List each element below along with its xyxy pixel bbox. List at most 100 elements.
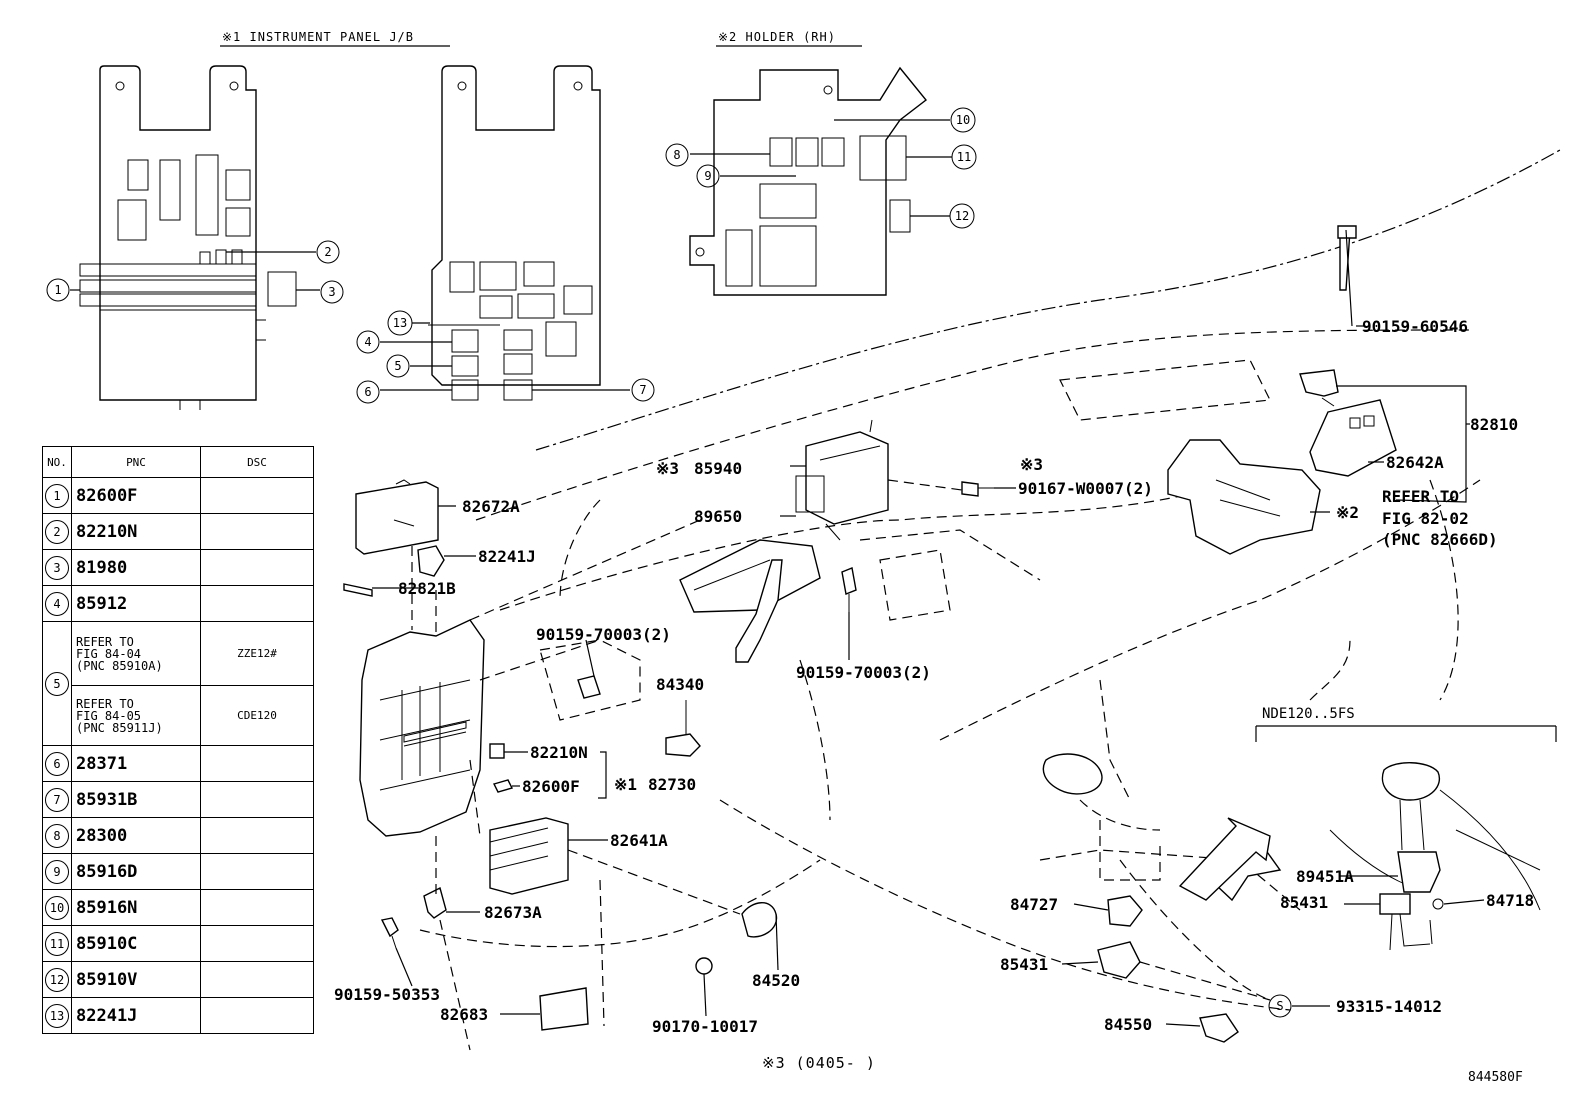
label-refer-line1: REFER TO (1382, 487, 1459, 506)
callout-10-text: 10 (956, 113, 970, 127)
callout-12: 12 (949, 203, 975, 229)
callout-8-text: 8 (673, 148, 680, 162)
label-nde120-5fs: NDE120..5FS (1262, 706, 1355, 722)
label-90159-70003-right: 90159-70003(2) (796, 663, 931, 682)
row-dsc (200, 549, 314, 586)
row-dsc (200, 513, 314, 550)
row-pnc: 82600F (71, 477, 201, 514)
part-85431-switch (1097, 941, 1141, 979)
label-89650: 89650 (694, 507, 742, 526)
junction-block-rear-view (428, 65, 601, 401)
callout-2-text: 2 (324, 245, 331, 259)
callout-4: 4 (356, 330, 380, 354)
row-no-badge: 2 (45, 519, 69, 544)
callout-12-text: 12 (955, 209, 969, 223)
row-pnc: 81980 (71, 549, 201, 586)
row-pnc: 85916N (71, 889, 201, 926)
row-dsc: CDE120 (200, 685, 314, 746)
row-no-badge: 11 (45, 931, 69, 956)
label-90159-70003-left: 90159-70003(2) (536, 625, 671, 644)
label-82730: 82730 (648, 775, 696, 794)
callout-6: 6 (356, 380, 380, 404)
callout-5: 5 (386, 354, 410, 378)
callout-9: 9 (696, 164, 720, 188)
part-82241J-relay (417, 545, 445, 577)
callout-10: 10 (950, 107, 976, 133)
label-82672A: 82672A (462, 497, 520, 516)
row-pnc: 85912 (71, 585, 201, 622)
callout-7-text: 7 (639, 383, 646, 397)
figure-code: 844580F (1468, 1070, 1523, 1085)
refer-b-line1: REFER TO (76, 696, 134, 711)
label-refer-line3: (PNC 82666D) (1382, 530, 1498, 549)
label-82642A: 82642A (1386, 453, 1444, 472)
table-row: REFER TO FIG 84-05 (PNC 85911J) CDE120 (43, 685, 314, 746)
part-84550-switch (1199, 1013, 1239, 1043)
label-89451A: 89451A (1296, 867, 1354, 886)
callout-8: 8 (665, 143, 689, 167)
label-90159-50353: 90159-50353 (334, 985, 440, 1004)
callout-13: 13 (387, 310, 413, 336)
callout-1-text: 1 (54, 283, 61, 297)
part-82672A-cover (355, 479, 439, 555)
callout-2: 2 (316, 240, 340, 264)
row-dsc (200, 853, 314, 890)
row-dsc (200, 745, 314, 782)
row-pnc-refer-b: REFER TO FIG 84-05 (PNC 85911J) (71, 685, 201, 746)
refer-a-line2: FIG 84-04 (76, 646, 142, 661)
holder-rh-installed (1167, 439, 1321, 555)
callout-11: 11 (951, 144, 977, 170)
header-dsc: DSC (200, 446, 314, 478)
callout-3-text: 3 (328, 285, 335, 299)
callout-9-text: 9 (704, 169, 711, 183)
header-pnc: PNC (71, 446, 201, 478)
junction-block-front-view (79, 65, 297, 410)
callout-13-text: 13 (393, 316, 407, 330)
row-pnc: 82241J (71, 997, 201, 1034)
refer-a-line3: (PNC 85910A) (76, 658, 163, 673)
bolt-90159-50353 (380, 917, 399, 949)
label-90159-60546: 90159-60546 (1362, 317, 1468, 336)
label-84550: 84550 (1104, 1015, 1152, 1034)
row-dsc: ZZE12# (200, 621, 314, 686)
row-no-badge: 12 (45, 967, 69, 992)
callout-4-text: 4 (364, 335, 371, 349)
row-pnc: 85910V (71, 961, 201, 998)
refer-b-line2: FIG 84-05 (76, 708, 142, 723)
callout-7: 7 (631, 378, 655, 402)
row-pnc: 28300 (71, 817, 201, 854)
row-dsc (200, 781, 314, 818)
junction-block-installed (359, 619, 485, 837)
row-pnc: 85910C (71, 925, 201, 962)
bolt-90159-70003 (577, 567, 857, 699)
label-84340: 84340 (656, 675, 704, 694)
row-no-badge: 9 (45, 859, 69, 884)
bolt-90167 (961, 481, 994, 497)
row-no-badge: 7 (45, 787, 69, 812)
part-82683-label (539, 987, 589, 1031)
part-84727-switch (1107, 895, 1143, 927)
label-82810: 82810 (1470, 415, 1518, 434)
row-pnc-refer-a: REFER TO FIG 84-04 (PNC 85910A) (71, 621, 201, 686)
label-84520: 84520 (752, 971, 800, 990)
label-90167-W0007: 90167-W0007(2) (1018, 479, 1153, 498)
label-star3-b: ※3 (656, 459, 679, 478)
row-dsc (200, 925, 314, 962)
refer-b-line3: (PNC 85911J) (76, 720, 163, 735)
direction-arrow (1178, 817, 1271, 901)
label-star3-a: ※3 (1020, 455, 1043, 474)
callout-1: 1 (46, 278, 70, 302)
shifter-inset (1329, 762, 1541, 951)
row-dsc (200, 997, 314, 1034)
